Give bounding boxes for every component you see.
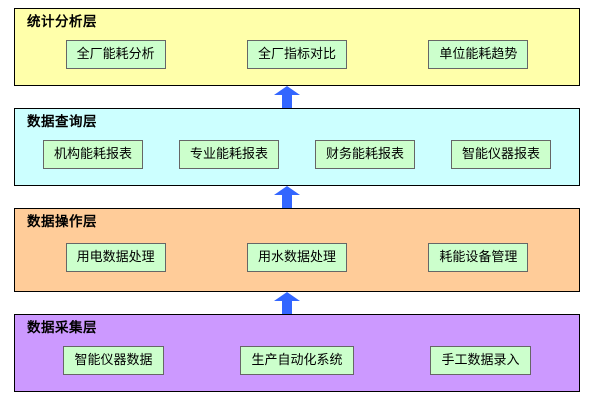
node-water-data-processing[interactable]: 用水数据处理 [246, 242, 347, 272]
arrow-up-operation-to-query [274, 186, 300, 208]
layer-statistics: 统计分析层 全厂能耗分析 全厂指标对比 单位能耗趋势 [14, 8, 580, 86]
node-financial-energy-report[interactable]: 财务能耗报表 [314, 139, 415, 169]
layer-query-nodes: 机构能耗报表 专业能耗报表 财务能耗报表 智能仪器报表 [15, 130, 579, 185]
layer-collection-nodes: 智能仪器数据 生产自动化系统 手工数据录入 [15, 336, 579, 391]
node-energy-equipment-management[interactable]: 耗能设备管理 [428, 242, 529, 272]
node-plant-energy-analysis[interactable]: 全厂能耗分析 [65, 39, 166, 69]
node-professional-energy-report[interactable]: 专业能耗报表 [178, 139, 279, 169]
arrow-up-collection-to-operation [274, 292, 300, 314]
arrow-up-query-to-statistics [274, 86, 300, 108]
layer-query: 数据查询层 机构能耗报表 专业能耗报表 财务能耗报表 智能仪器报表 [14, 108, 580, 186]
node-manual-data-entry[interactable]: 手工数据录入 [430, 345, 531, 375]
arrow-shaft [282, 194, 292, 208]
node-production-automation-system[interactable]: 生产自动化系统 [240, 345, 354, 375]
node-plant-index-comparison[interactable]: 全厂指标对比 [246, 39, 347, 69]
arrow-head-icon [274, 186, 300, 195]
node-electricity-data-processing[interactable]: 用电数据处理 [65, 242, 166, 272]
arrow-head-icon [274, 292, 300, 301]
node-organization-energy-report[interactable]: 机构能耗报表 [42, 139, 143, 169]
node-smart-meter-report[interactable]: 智能仪器报表 [450, 139, 551, 169]
layer-operation-title: 数据操作层 [27, 214, 97, 229]
layer-operation: 数据操作层 用电数据处理 用水数据处理 耗能设备管理 [14, 208, 580, 292]
layer-query-title: 数据查询层 [27, 114, 97, 129]
layer-statistics-nodes: 全厂能耗分析 全厂指标对比 单位能耗趋势 [15, 30, 579, 85]
arrow-head-icon [274, 86, 300, 95]
arrow-shaft [282, 94, 292, 108]
layer-operation-nodes: 用电数据处理 用水数据处理 耗能设备管理 [15, 230, 579, 291]
node-smart-meter-data[interactable]: 智能仪器数据 [63, 345, 164, 375]
node-unit-energy-trend[interactable]: 单位能耗趋势 [428, 39, 529, 69]
layer-collection-title: 数据采集层 [27, 320, 97, 335]
layer-statistics-title: 统计分析层 [27, 14, 97, 29]
arrow-shaft [282, 300, 292, 314]
layer-collection: 数据采集层 智能仪器数据 生产自动化系统 手工数据录入 [14, 314, 580, 392]
